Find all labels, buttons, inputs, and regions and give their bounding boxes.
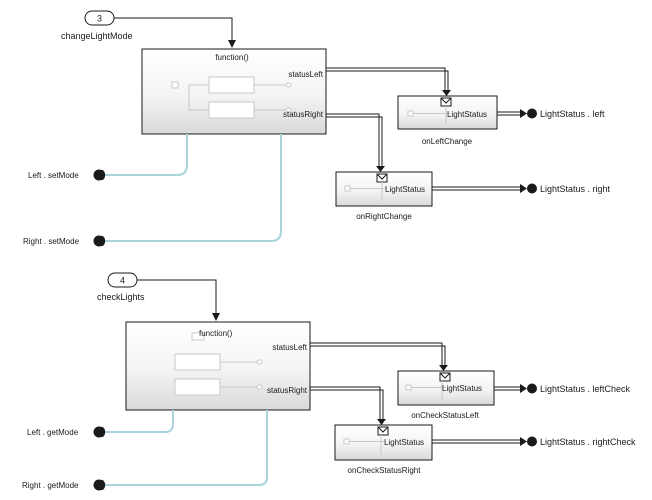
caller-label: Left . getMode xyxy=(27,428,79,437)
subsystem-outport-icon xyxy=(256,359,263,365)
block-name-onCheckStatusLeft: onCheckStatusLeft xyxy=(411,411,479,420)
message-block-onCheckStatusRight[interactable]: LightStatus xyxy=(334,424,433,461)
outport-LightStatus-left[interactable]: LightStatus . left xyxy=(527,108,605,120)
out-statusLeft-label: statusLeft xyxy=(272,343,307,352)
trigger-port-label: checkLights xyxy=(97,292,145,302)
subsystem-inport-icon xyxy=(191,332,205,341)
subsystem-title: function() xyxy=(215,53,249,62)
caller-label: Right . getMode xyxy=(22,481,79,490)
function-call-line-left xyxy=(103,410,174,433)
subsystem-title: function() xyxy=(199,329,233,338)
block-name-onCheckStatusRight: onCheckStatusRight xyxy=(348,466,422,475)
subsystem-inner-block xyxy=(174,378,221,396)
subsystem-outport-icon xyxy=(285,82,292,88)
outport-label: LightStatus . leftCheck xyxy=(540,384,631,394)
block-inner-label: LightStatus xyxy=(447,110,487,119)
output-line-leftCheck xyxy=(494,384,527,393)
output-line-left xyxy=(497,109,527,118)
subsystem-inport-icon xyxy=(171,81,179,89)
block-inner-lines xyxy=(350,182,386,201)
trigger-line xyxy=(114,17,236,48)
outport-LightStatus-right[interactable]: LightStatus . right xyxy=(527,183,611,195)
block-inner-label: LightStatus xyxy=(384,438,424,447)
subsystem-inner-lines xyxy=(188,84,286,111)
function-subsystem[interactable]: function() statusLeft statusRight xyxy=(125,321,311,411)
out-statusLeft-label: statusLeft xyxy=(288,70,323,79)
message-icon xyxy=(377,426,389,436)
outport-label: LightStatus . rightCheck xyxy=(540,437,636,447)
caller-Right-setMode[interactable]: Right . setMode xyxy=(23,235,106,247)
block-name-onLeftChange: onLeftChange xyxy=(422,137,473,146)
block-inner-lines xyxy=(413,106,450,124)
function-subsystem[interactable]: function() statusLeft statusRight xyxy=(141,48,327,135)
trigger-port-number: 3 xyxy=(97,14,102,24)
message-icon xyxy=(376,173,388,183)
block-inport-icon xyxy=(407,110,414,117)
message-line-statusRight xyxy=(310,386,386,425)
block-name-onRightChange: onRightChange xyxy=(356,212,412,221)
subsystem-inner-block xyxy=(208,76,255,94)
caller-Right-getMode[interactable]: Right . getMode xyxy=(22,479,106,491)
caller-label: Right . setMode xyxy=(23,237,80,246)
out-statusRight-label: statusRight xyxy=(267,386,308,395)
subsystem-outport-icon xyxy=(256,384,263,390)
caller-Left-setMode[interactable]: Left . setMode xyxy=(28,169,106,181)
outport-label: LightStatus . right xyxy=(540,184,611,194)
block-inner-lines xyxy=(349,435,385,455)
subsystem-inner-block xyxy=(174,353,221,371)
message-block-onRightChange[interactable]: LightStatus xyxy=(335,171,433,207)
trigger-port-number: 4 xyxy=(120,276,125,286)
message-icon xyxy=(440,97,452,107)
caller-Left-getMode[interactable]: Left . getMode xyxy=(27,426,106,438)
block-inport-icon xyxy=(343,438,350,445)
message-icon xyxy=(439,372,451,382)
outport-label: LightStatus . left xyxy=(540,109,605,119)
bottom-group: 4 checkLights function() statusLeft stat… xyxy=(22,272,636,491)
block-inner-lines xyxy=(411,381,446,400)
message-block-onCheckStatusLeft[interactable]: LightStatus xyxy=(397,370,495,406)
trigger-port-checkLights[interactable]: 4 xyxy=(107,272,138,288)
function-call-line-left xyxy=(103,134,188,176)
block-inner-label: LightStatus xyxy=(385,185,425,194)
caller-label: Left . setMode xyxy=(28,171,79,180)
function-call-line-right xyxy=(103,410,268,486)
outport-LightStatus-leftCheck[interactable]: LightStatus . leftCheck xyxy=(527,383,631,395)
outport-LightStatus-rightCheck[interactable]: LightStatus . rightCheck xyxy=(527,436,636,448)
out-statusRight-label: statusRight xyxy=(283,110,324,119)
block-inport-icon xyxy=(344,185,351,192)
message-block-onLeftChange[interactable]: LightStatus xyxy=(397,95,498,130)
block-inport-icon xyxy=(405,384,412,391)
trigger-line xyxy=(137,279,220,321)
subsystem-inner-block xyxy=(208,101,255,119)
function-call-line-right xyxy=(103,134,282,242)
trigger-port-label: changeLightMode xyxy=(61,31,133,41)
top-group: 3 changeLightMode function() statusLeft … xyxy=(23,10,611,247)
output-line-rightCheck xyxy=(432,437,527,446)
message-line-statusRight xyxy=(326,113,385,172)
subsystem-inner-lines xyxy=(220,361,257,388)
output-line-right xyxy=(432,184,527,193)
trigger-port-changeLightMode[interactable]: 3 xyxy=(84,10,115,26)
block-inner-label: LightStatus xyxy=(442,384,482,393)
subsystem-outport-icon xyxy=(285,107,292,113)
message-line-statusLeft xyxy=(326,67,451,96)
message-line-statusLeft xyxy=(310,342,448,371)
